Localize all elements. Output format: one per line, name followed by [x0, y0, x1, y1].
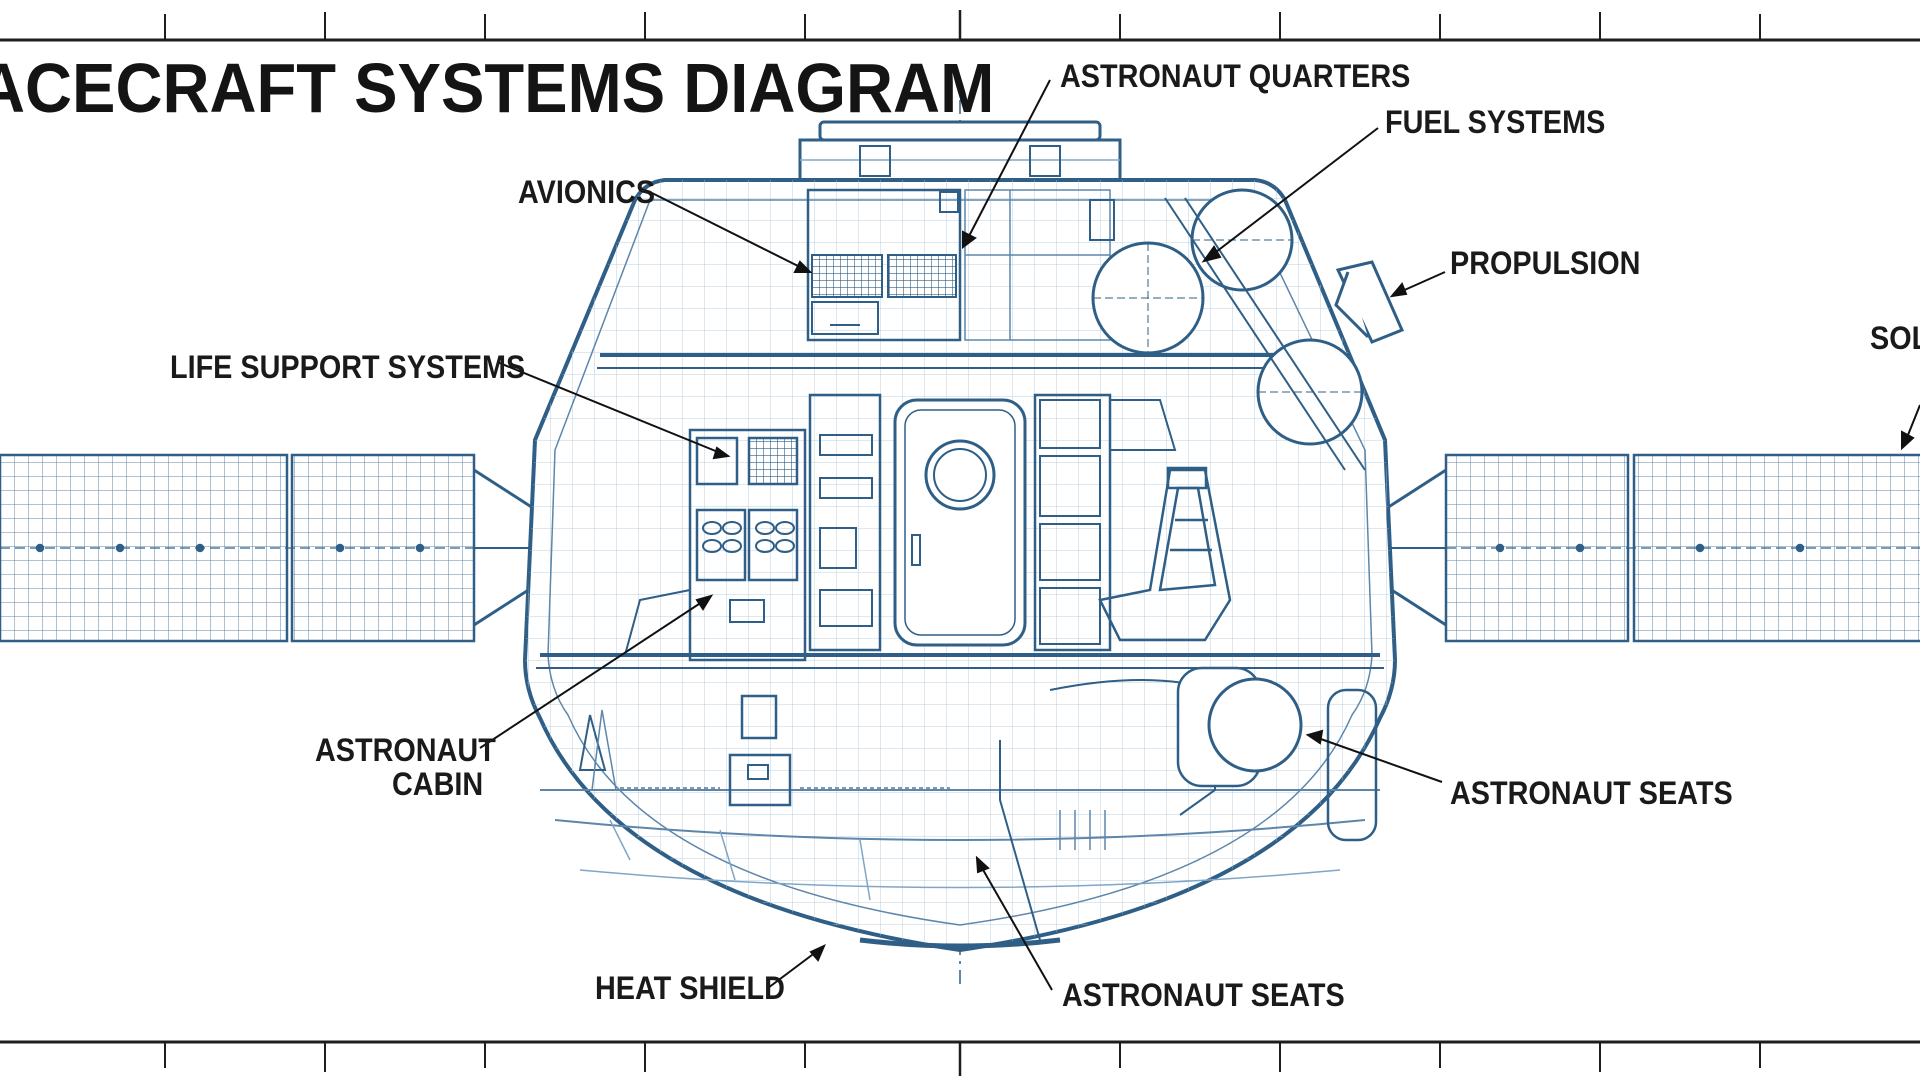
right-solar-array	[1328, 453, 1920, 643]
left-solar-array	[0, 453, 592, 643]
propulsion-nozzle	[1334, 260, 1404, 344]
label-astronaut-seats-bottom: ASTRONAUT SEATS	[1062, 977, 1345, 1013]
label-astronaut-seats-right: ASTRONAUT SEATS	[1450, 775, 1733, 811]
label-astronaut-cabin-line2: CABIN	[392, 766, 484, 802]
label-astronaut-cabin-line1: ASTRONAUT	[315, 732, 496, 768]
bottom-ruler	[0, 1040, 1920, 1076]
capsule-hull	[522, 120, 1398, 953]
fuel-tanks	[1091, 188, 1364, 446]
label-life-support-systems: LIFE SUPPORT SYSTEMS	[170, 349, 526, 385]
label-propulsion: PROPULSION	[1450, 245, 1641, 281]
page-title: ACECRAFT SYSTEMS DIAGRAM	[0, 49, 995, 127]
label-solar: SOL	[1870, 320, 1920, 356]
label-fuel-systems: FUEL SYSTEMS	[1385, 104, 1606, 140]
label-heat-shield: HEAT SHIELD	[595, 970, 785, 1006]
label-astronaut-quarters: ASTRONAUT QUARTERS	[1060, 58, 1411, 94]
label-avionics: AVIONICS	[518, 174, 656, 210]
crew-seat-mid	[1098, 466, 1232, 642]
top-ruler	[0, 10, 1920, 42]
leader-lines	[479, 79, 1920, 991]
